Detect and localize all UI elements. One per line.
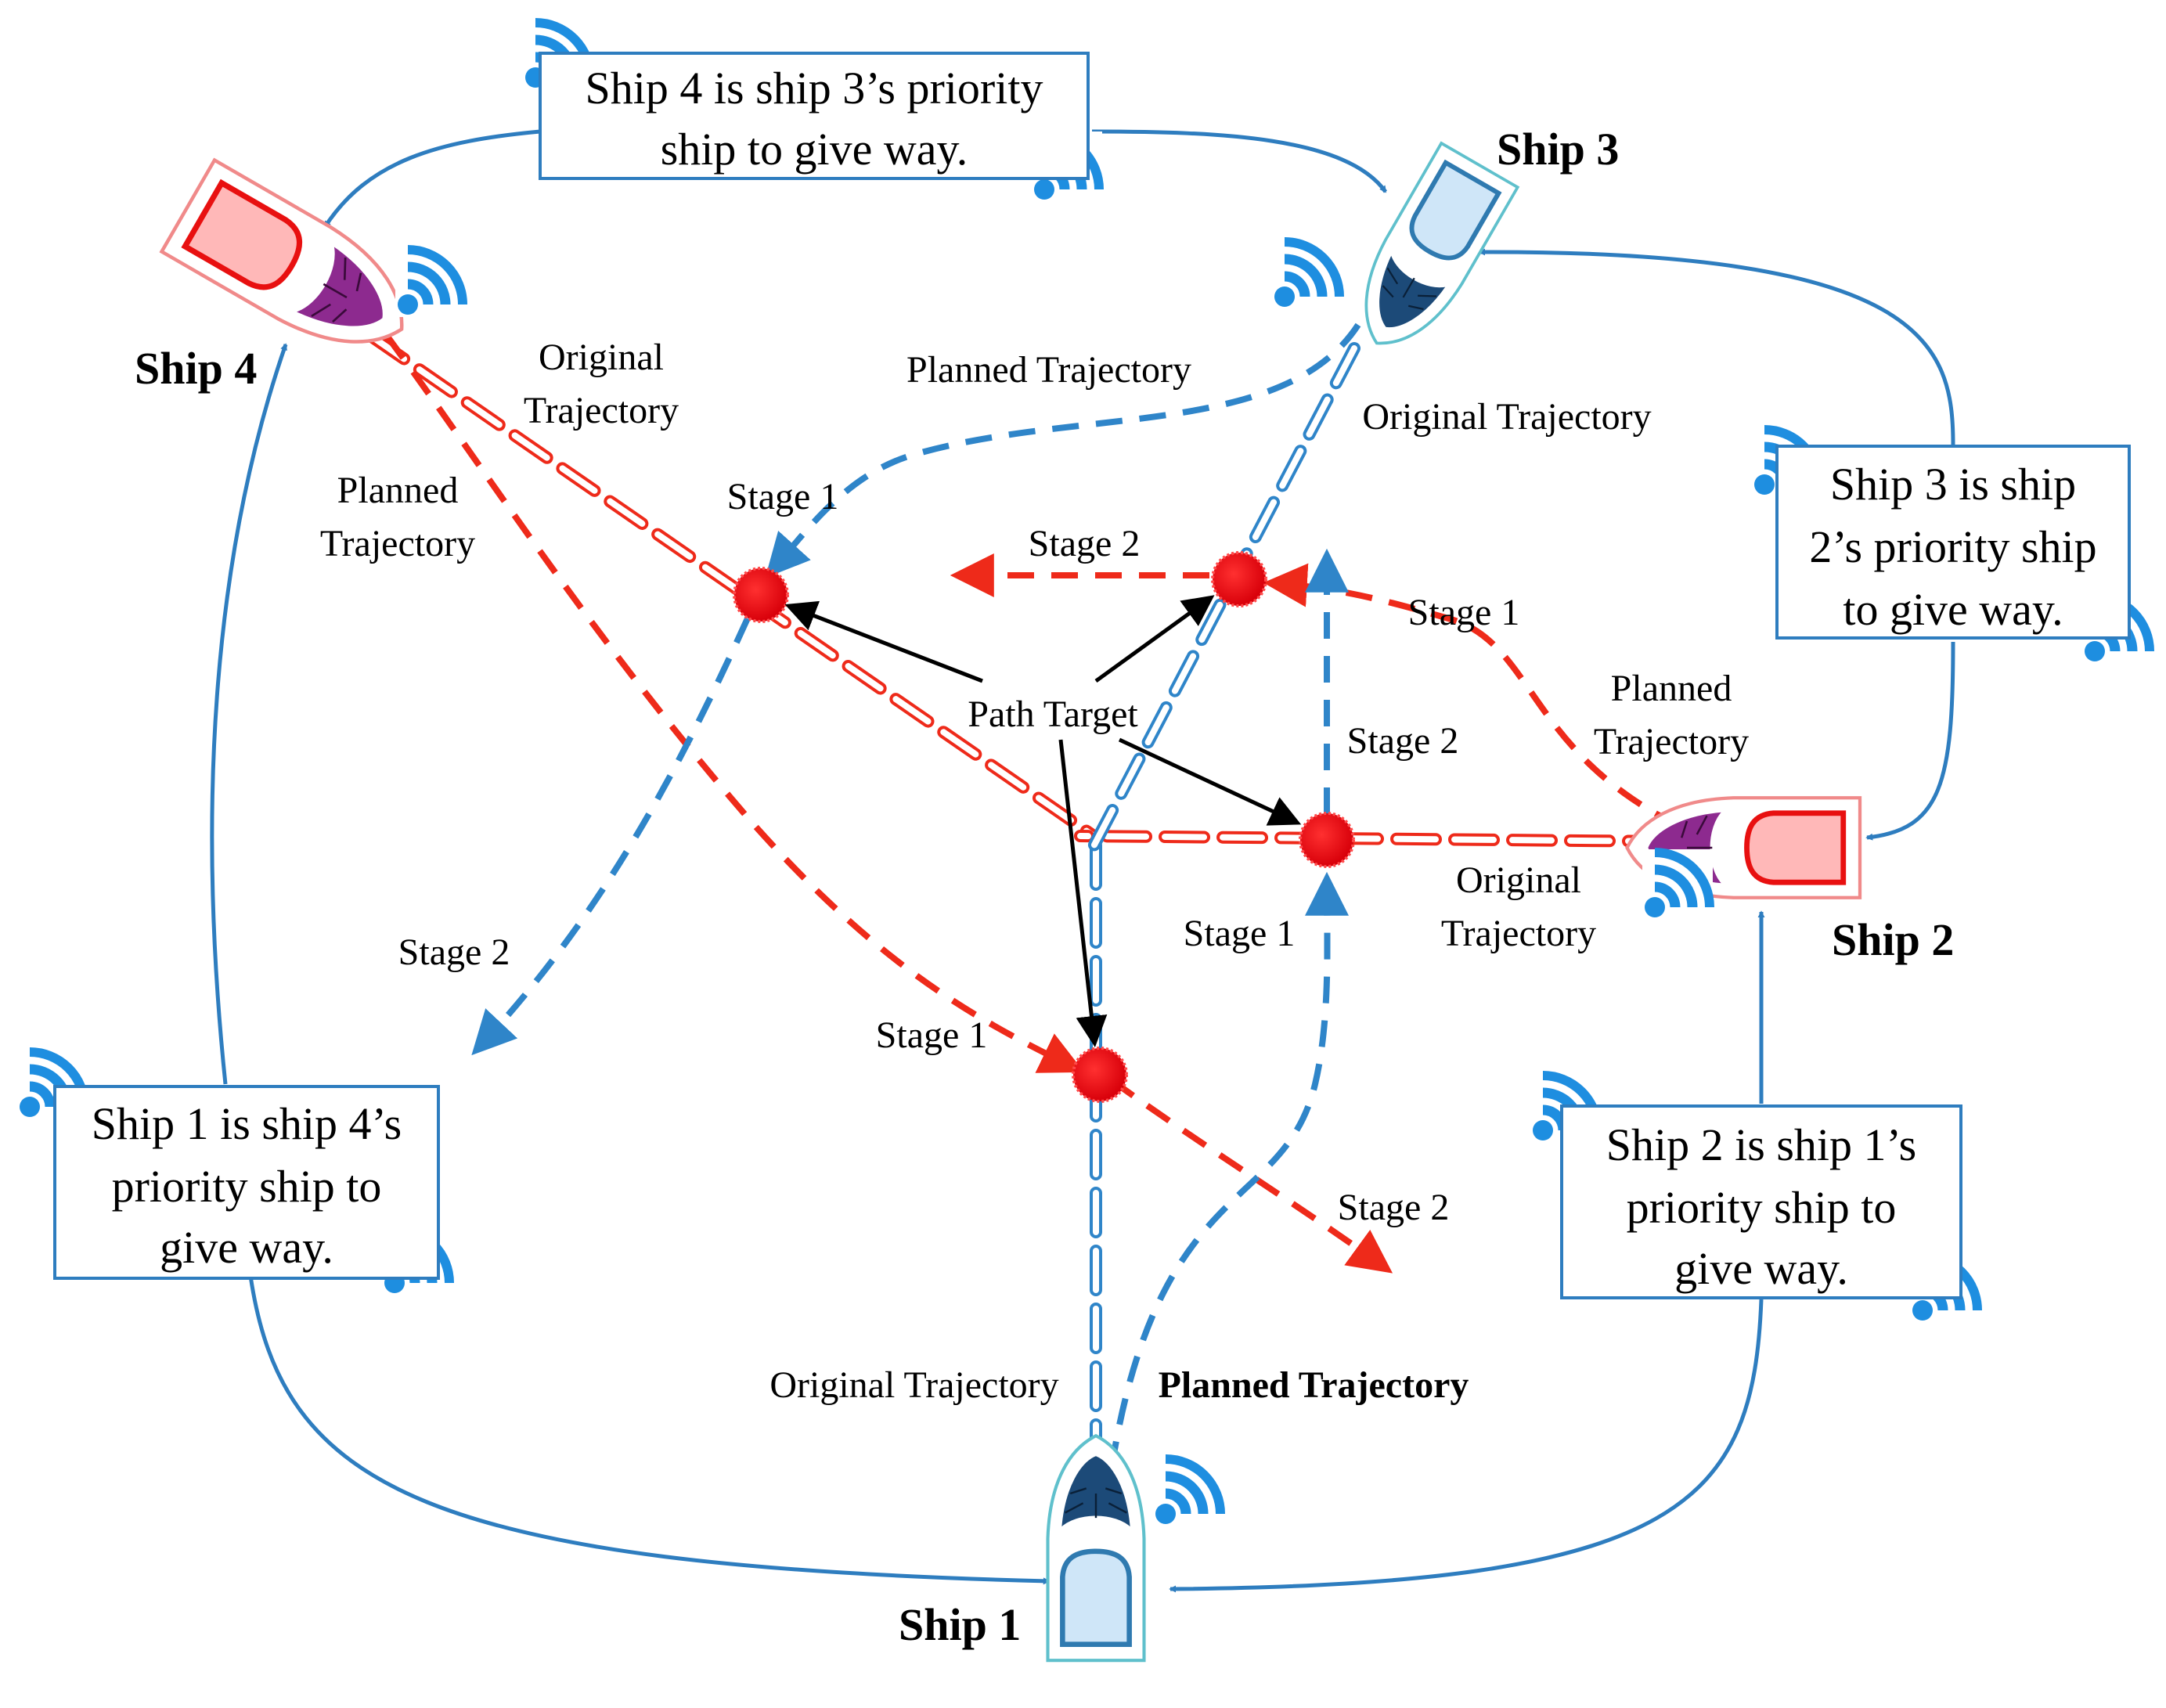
ship-2-label: Ship 2 xyxy=(1832,914,1954,965)
box-right-line3: to give way. xyxy=(1843,584,2063,635)
label-original-trajectory: Original Trajectory xyxy=(1362,396,1651,438)
target-dot-icon xyxy=(1072,1047,1128,1103)
label-original: Original xyxy=(1456,859,1581,901)
box-bottom-left-line2: priority ship to xyxy=(112,1161,382,1212)
label-stage-1: Stage 1 xyxy=(876,1014,988,1056)
path-targets xyxy=(733,551,1355,1103)
path-target-arrows xyxy=(784,595,1302,1047)
target-dot-icon xyxy=(1211,551,1267,607)
link-box-top-to-ship4 xyxy=(323,129,541,229)
wifi-signal-icon xyxy=(1272,239,1342,309)
priority-box-bottom-left: Ship 1 is ship 4’s priority ship to give… xyxy=(53,1085,440,1280)
label-original: Original xyxy=(539,337,664,378)
label-trajectory: Trajectory xyxy=(1441,913,1596,954)
label-stage-2: Stage 2 xyxy=(398,931,510,973)
link-box-right-to-ship2 xyxy=(1865,641,1955,841)
label-stage-1: Stage 1 xyxy=(1184,913,1296,954)
label-stage-2: Stage 2 xyxy=(1338,1187,1450,1228)
label-planned-trajectory: Planned Trajectory xyxy=(906,349,1191,391)
trajectory-labels: Original Trajectory Planned Trajectory P… xyxy=(320,337,1749,1406)
box-top-line1: Ship 4 is ship 3’s priority xyxy=(586,63,1043,114)
ship-3-label: Ship 3 xyxy=(1497,124,1619,175)
link-box-bottomleft-to-ship4 xyxy=(210,343,288,1085)
link-box-bottomright-to-ship1 xyxy=(1169,1299,1764,1593)
label-original-trajectory: Original Trajectory xyxy=(769,1364,1058,1406)
label-path-target: Path Target xyxy=(968,694,1138,735)
wifi-signal-icon xyxy=(1153,1456,1224,1526)
priority-box-top: Ship 4 is ship 3’s priority ship to give… xyxy=(539,52,1090,180)
box-bottom-left-line3: give way. xyxy=(160,1222,333,1273)
ship-4-label: Ship 4 xyxy=(135,343,257,394)
box-bottom-left-line1: Ship 1 is ship 4’s xyxy=(92,1098,402,1149)
target-dot-icon xyxy=(1299,812,1355,868)
label-trajectory: Trajectory xyxy=(524,390,679,431)
label-stage-2: Stage 2 xyxy=(1347,720,1459,762)
label-planned: Planned xyxy=(337,470,459,511)
label-stage-1: Stage 1 xyxy=(1408,592,1520,633)
priority-links xyxy=(210,129,1955,1593)
link-box-right-to-ship3 xyxy=(1478,248,1955,445)
planned-trajectories xyxy=(384,323,1681,1468)
ship-3-icon xyxy=(1339,143,1518,366)
label-trajectory: Trajectory xyxy=(1594,721,1749,762)
label-trajectory: Trajectory xyxy=(320,523,475,564)
box-bottom-right-line1: Ship 2 is ship 1’s xyxy=(1606,1119,1916,1170)
ship-1-label: Ship 1 xyxy=(899,1599,1021,1650)
box-right-line2: 2’s priority ship xyxy=(1809,521,2096,572)
link-box-top-to-ship3 xyxy=(1091,129,1388,193)
ship-1-icon xyxy=(1048,1436,1144,1660)
priority-box-right: Ship 3 is ship 2’s priority ship to give… xyxy=(1775,445,2131,640)
box-top-line2: ship to give way. xyxy=(661,124,968,175)
link-box-bottomleft-to-ship1 xyxy=(248,1275,1051,1585)
label-planned-trajectory: Planned Trajectory xyxy=(1159,1364,1469,1406)
priority-box-bottom-right: Ship 2 is ship 1’s priority ship to give… xyxy=(1560,1104,1962,1299)
box-bottom-right-line3: give way. xyxy=(1674,1243,1848,1294)
label-stage-1: Stage 1 xyxy=(727,476,839,517)
box-bottom-right-line2: priority ship to xyxy=(1627,1182,1897,1233)
stage-labels: Stage 1 Stage 2 Stage 1 Stage 2 Stage 1 … xyxy=(398,476,1520,1228)
label-planned: Planned xyxy=(1611,668,1732,709)
target-dot-icon xyxy=(733,567,789,623)
box-right-line1: Ship 3 is ship xyxy=(1830,459,2076,510)
wifi-signal-icon xyxy=(1642,849,1713,920)
wifi-signal-icon xyxy=(395,247,466,317)
label-stage-2: Stage 2 xyxy=(1029,523,1141,564)
